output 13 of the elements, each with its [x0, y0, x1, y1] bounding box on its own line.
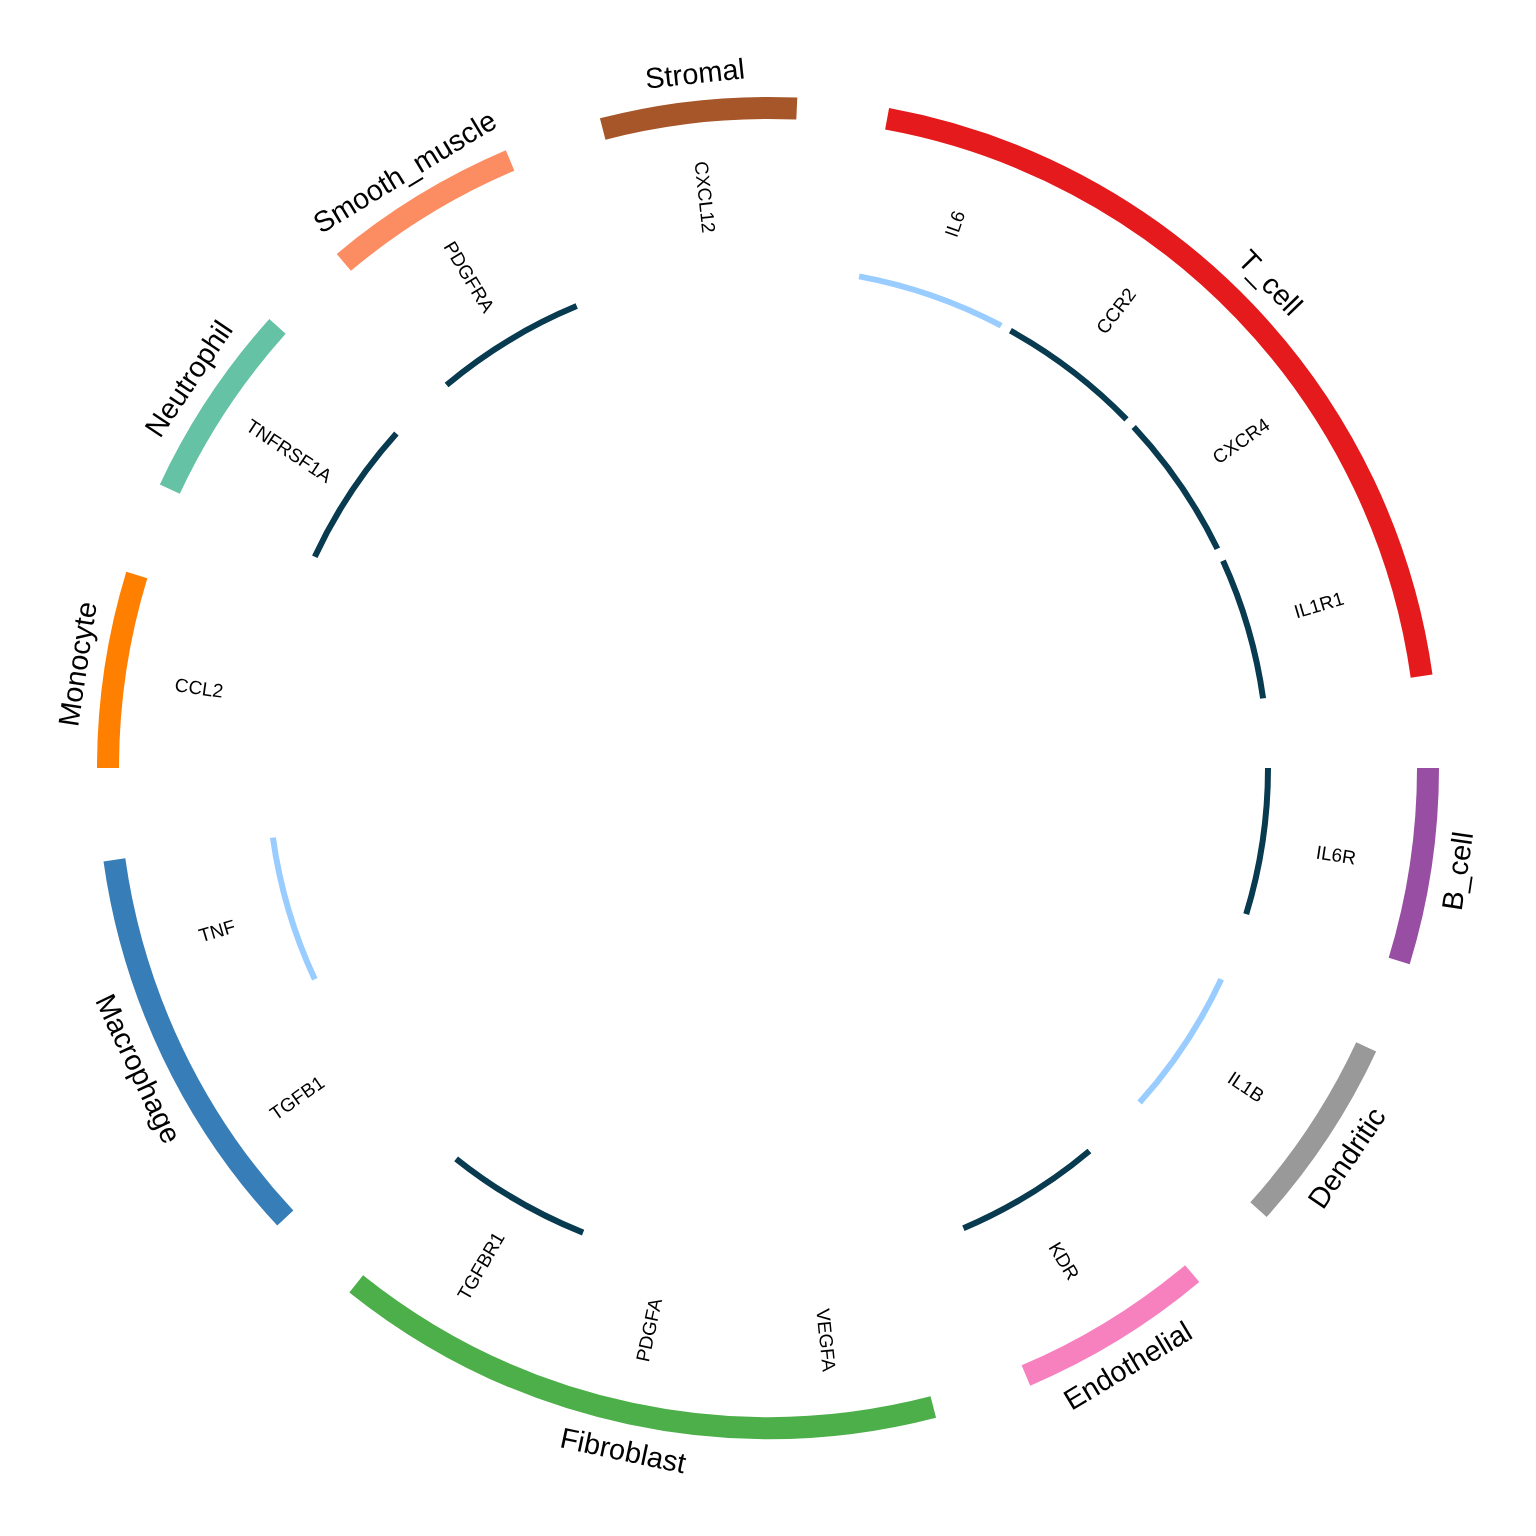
gene-label: CXCL12 [691, 159, 719, 234]
cell-type-label: Monocyte [54, 599, 102, 728]
gene-label: VEGFA [813, 1307, 839, 1373]
gene-label: IL1B [1224, 1068, 1268, 1106]
gene-label: IL6 [941, 208, 969, 240]
cell-type-label: Fibroblast [557, 1423, 689, 1479]
gene-label: PDGFA [632, 1296, 665, 1364]
gene-label: CCL2 [173, 675, 224, 701]
gene-label: TNF [196, 916, 238, 946]
gene-label: IL1R1 [1292, 588, 1347, 621]
cell-type-label: B_cell [1438, 830, 1479, 913]
cell-type-label: Stromal [643, 54, 747, 94]
gene-label: IL6R [1315, 842, 1358, 868]
